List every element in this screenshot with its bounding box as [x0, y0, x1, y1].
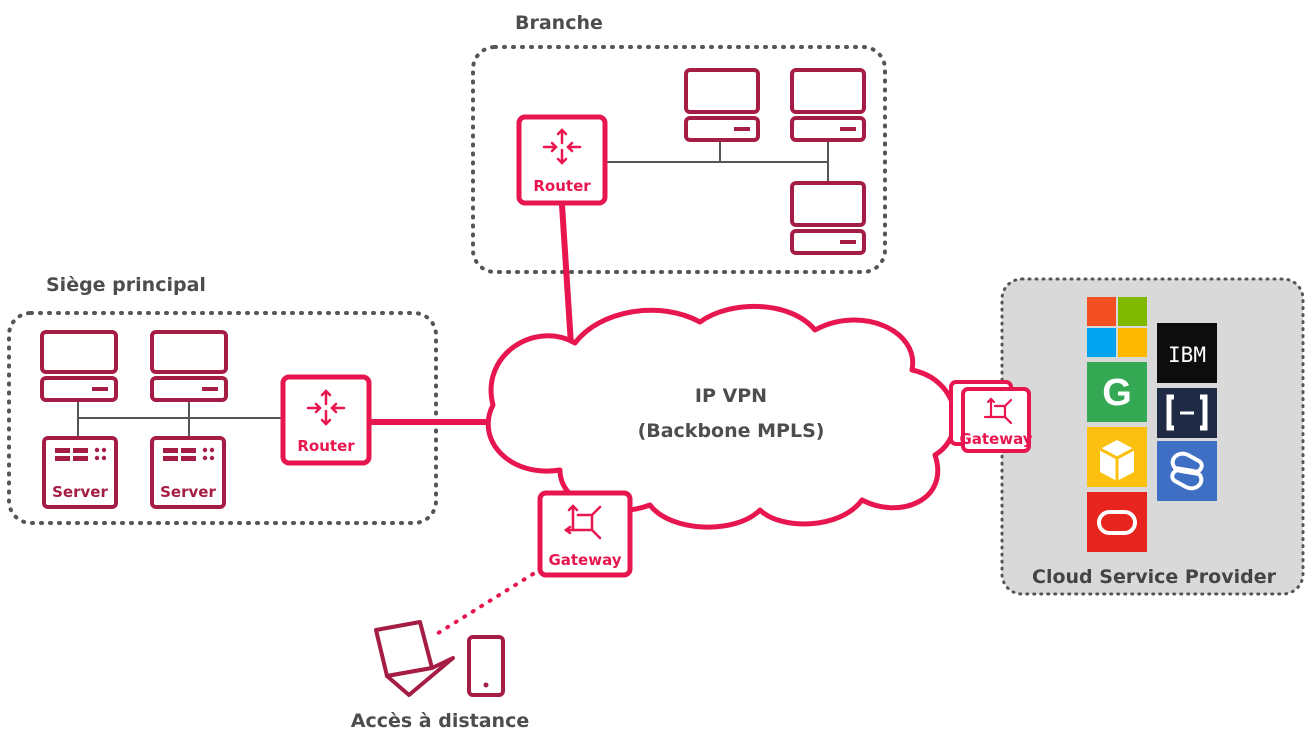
- ip-vpn-title: IP VPN: [695, 385, 767, 407]
- cloud-provider-label: Cloud Service Provider: [1032, 566, 1277, 588]
- hq-pc-1: [40, 330, 118, 402]
- smartphone-icon: [467, 635, 505, 697]
- hq-server-1-label: Server: [52, 483, 108, 501]
- gateway-icon: [983, 397, 1013, 425]
- remote-gateway-label: Gateway: [548, 551, 621, 569]
- branch-pc-1: [684, 68, 760, 142]
- cloud-gateway-label: Gateway: [959, 430, 1032, 448]
- svg-text:G: G: [1102, 372, 1132, 414]
- hq-server-2-label: Server: [160, 483, 216, 501]
- lan-lines: [77, 140, 829, 438]
- link-branch-router-cloud: [559, 204, 574, 346]
- aws-logo: [1087, 427, 1147, 487]
- alibaba-logo: [1157, 388, 1217, 438]
- hq-router-label: Router: [297, 437, 355, 455]
- cloud-gateway: Gateway: [959, 387, 1033, 453]
- router-arrows-icon: [542, 128, 582, 165]
- hq-router: Router: [280, 374, 372, 466]
- branch-pc-2: [790, 68, 866, 142]
- laptop-icon: [374, 620, 455, 697]
- svg-text:IBM: IBM: [1168, 343, 1206, 367]
- microsoft-logo: [1087, 297, 1147, 357]
- remote-gateway: Gateway: [537, 490, 633, 578]
- google-logo: G: [1087, 362, 1147, 422]
- ibm-logo: IBM: [1157, 323, 1217, 383]
- branch-zone: [471, 45, 887, 274]
- hq-server-2: Server: [150, 436, 226, 509]
- gateway-icon: [563, 504, 602, 540]
- branch-router-label: Router: [533, 177, 591, 195]
- hq-pc-2: [150, 330, 228, 402]
- hq-zone-label: Siège principal: [46, 274, 206, 296]
- cloud-provider-zone: [1000, 277, 1305, 596]
- router-arrows-icon: [306, 389, 346, 426]
- oracle-logo: [1087, 492, 1147, 552]
- salesforce-logo: [1157, 441, 1217, 501]
- ip-vpn-subtitle: (Backbone MPLS): [638, 420, 825, 442]
- remote-access-label: Accès à distance: [351, 710, 529, 731]
- remote-access-link: [433, 572, 535, 637]
- hq-zone: [7, 311, 438, 525]
- branch-pc-3: [790, 181, 866, 255]
- hq-server-1: Server: [42, 436, 118, 509]
- branch-router: Router: [516, 114, 608, 206]
- branch-zone-label: Branche: [515, 12, 603, 34]
